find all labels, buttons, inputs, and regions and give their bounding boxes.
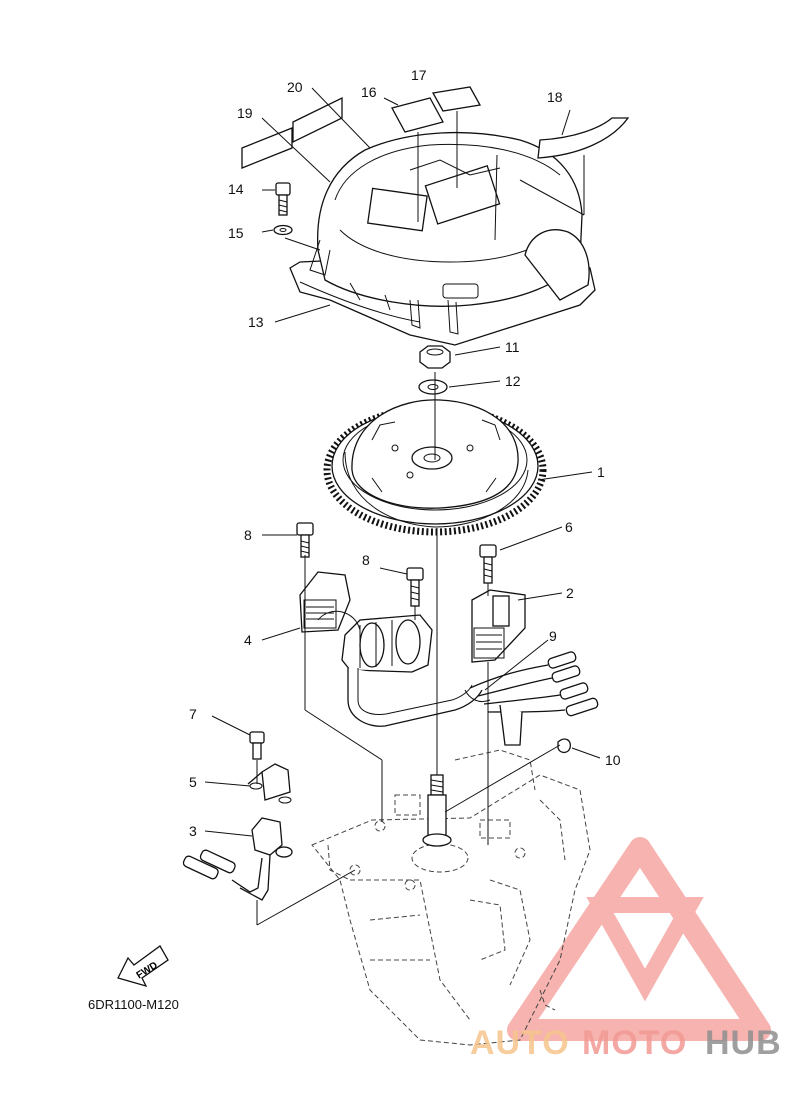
washer-15 [273,224,293,236]
leader-lines [204,87,601,926]
bolt-14 [275,182,291,216]
callout-19: 19 [237,105,253,121]
flywheel-cover [289,131,596,346]
callout-6: 6 [565,519,573,535]
callout-13: 13 [248,314,264,330]
watermark-text: AUTO MOTO HUB [470,1024,782,1062]
callout-labels: 1 2 3 4 5 6 7 8 8 9 10 11 12 13 14 15 16… [189,67,621,839]
callout-14: 14 [228,181,244,197]
callout-4: 4 [244,632,252,648]
callout-7: 7 [189,706,197,722]
washer-12 [418,379,448,395]
bolt-7 [249,731,265,760]
callout-16: 16 [361,84,377,100]
watermark-word-hub: HUB [705,1024,782,1062]
callout-11: 11 [505,339,520,355]
callout-8b: 8 [362,552,370,568]
decals [241,86,630,169]
crankshaft [422,774,452,847]
bolt-6 [479,544,497,584]
callout-15: 15 [228,225,244,241]
callout-20: 20 [287,79,303,95]
callout-17: 17 [411,67,427,83]
callout-9: 9 [549,628,557,644]
callout-10: 10 [605,752,621,768]
woodruff-key-10 [557,738,571,754]
callout-5: 5 [189,774,197,790]
bracket-5 [247,763,292,804]
fwd-arrow: FWD [117,945,169,988]
callout-3: 3 [189,823,197,839]
watermark-word-moto: MOTO [582,1024,687,1062]
watermark-logo [507,837,771,1041]
callout-2: 2 [566,585,574,601]
callout-1: 1 [597,464,605,480]
callout-18: 18 [547,89,563,105]
bolt-8a [296,522,314,558]
callout-8a: 8 [244,527,252,543]
pulser-coil [471,589,526,663]
bolt-8b [406,567,424,607]
cylinder-block [311,749,591,1046]
sensor-3 [182,817,293,901]
charge-coil-assembly [299,571,483,727]
lead-wires [464,651,599,746]
drawing-code: 6DR1100-M120 [88,997,179,1012]
watermark-word-auto: AUTO [470,1024,570,1062]
nut-11 [419,345,451,369]
callout-12: 12 [505,373,521,389]
